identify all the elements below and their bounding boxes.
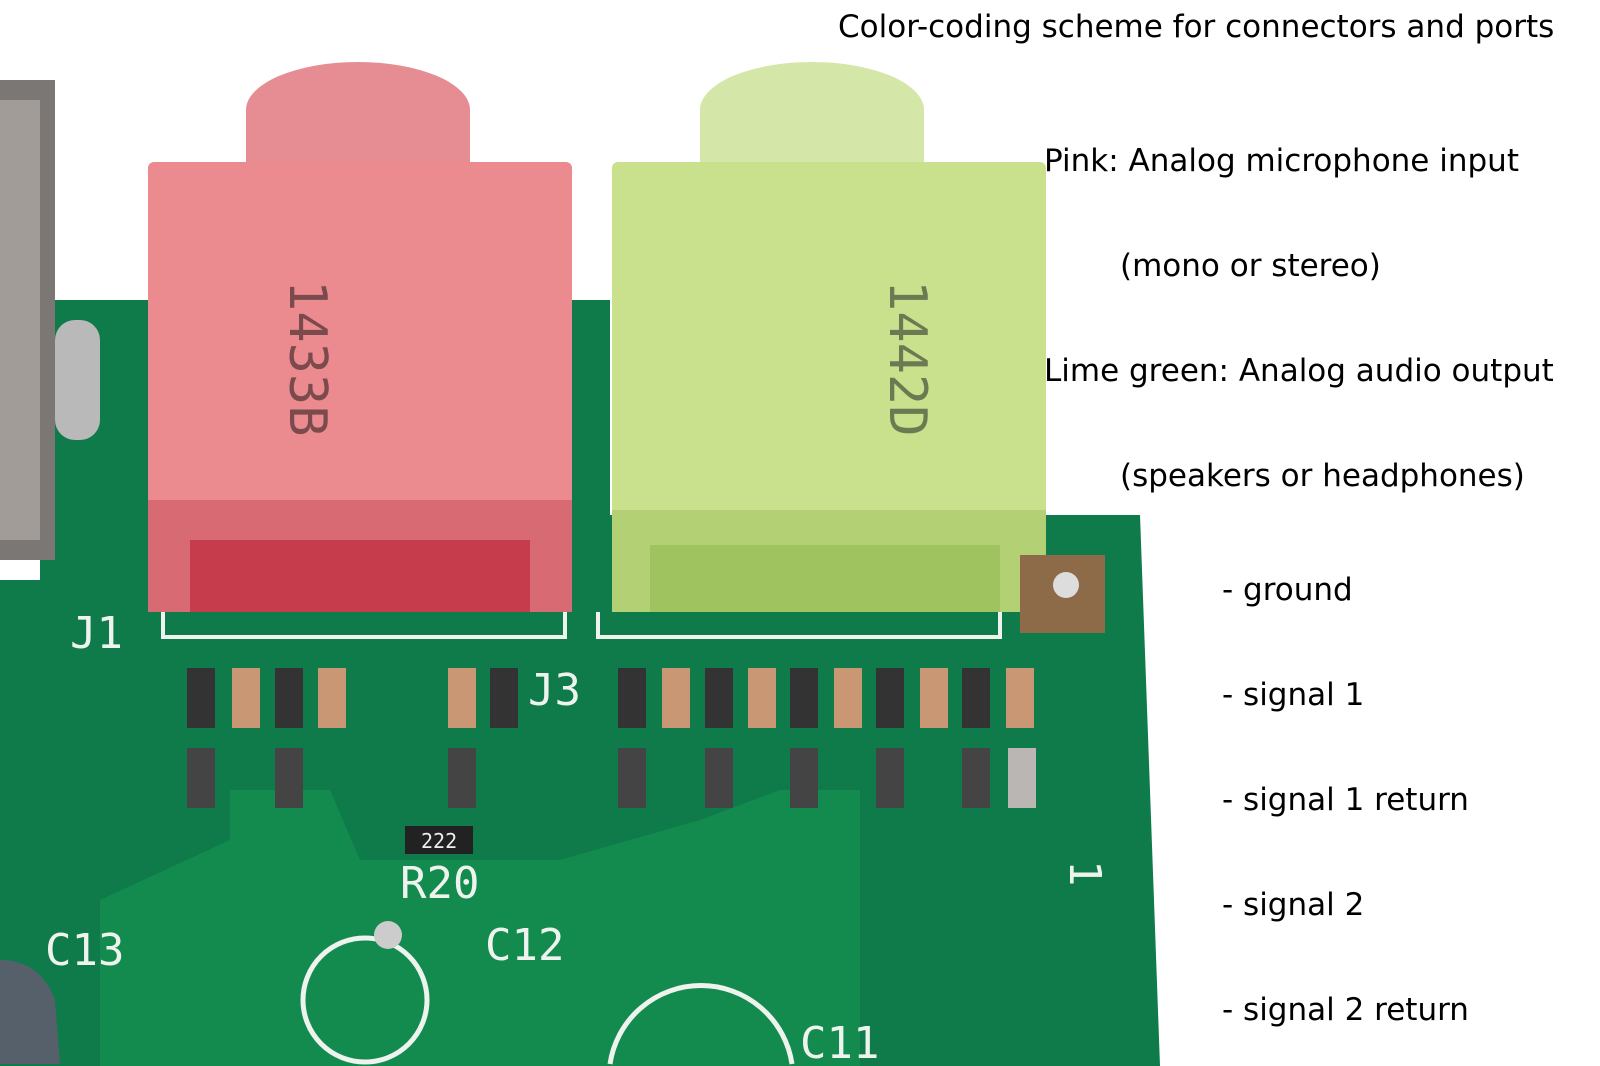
r20-code: 222	[421, 829, 457, 853]
green-audio-output-jack: 1442D	[612, 62, 1046, 612]
legend-green-line: Lime green: Analog audio output	[1044, 353, 1554, 389]
silk-j3: J3	[528, 665, 581, 716]
capacitor-c13-body	[0, 960, 60, 1064]
silk-c13: C13	[45, 925, 124, 976]
pin-item: - signal 1	[1222, 677, 1365, 713]
silk-j1: J1	[70, 608, 123, 659]
pin-list: - ground - signal 1 - signal 1 return - …	[1222, 503, 1469, 1063]
legend-pink-line: Pink: Analog microphone input	[1044, 143, 1519, 179]
connector-outline	[161, 612, 1002, 639]
legend-pink-detail: (mono or stereo)	[1120, 248, 1381, 284]
diagram-title: Color-coding scheme for connectors and p…	[838, 9, 1555, 45]
capacitor-footprint-c11	[607, 983, 795, 1065]
color-legend: Pink: Analog microphone input (mono or s…	[1044, 74, 1554, 529]
pin-item: - signal 2	[1222, 887, 1365, 923]
via-hole	[374, 921, 402, 949]
silk-s1: 1	[1059, 860, 1110, 887]
smd-components: 222	[187, 668, 1036, 854]
pcb-copper-pour	[100, 790, 860, 1066]
pin-item: - signal 1 return	[1222, 782, 1469, 818]
legend-green-detail: (speakers or headphones)	[1120, 458, 1525, 494]
pink-jack-label: 1433B	[277, 280, 337, 437]
capacitor-footprint-c12	[300, 935, 430, 1065]
silk-r20: R20	[400, 858, 479, 909]
green-jack-label: 1442D	[877, 280, 937, 437]
left-connector	[0, 80, 100, 560]
silk-c11: C11	[800, 1018, 879, 1066]
pin-item: - signal 2 return	[1222, 992, 1469, 1028]
silk-c12: C12	[485, 920, 564, 971]
pink-microphone-jack: 1433B	[148, 62, 572, 612]
mounting-hole	[1053, 572, 1079, 598]
resistor-r20	[405, 826, 473, 854]
pin-item: - ground	[1222, 572, 1353, 608]
